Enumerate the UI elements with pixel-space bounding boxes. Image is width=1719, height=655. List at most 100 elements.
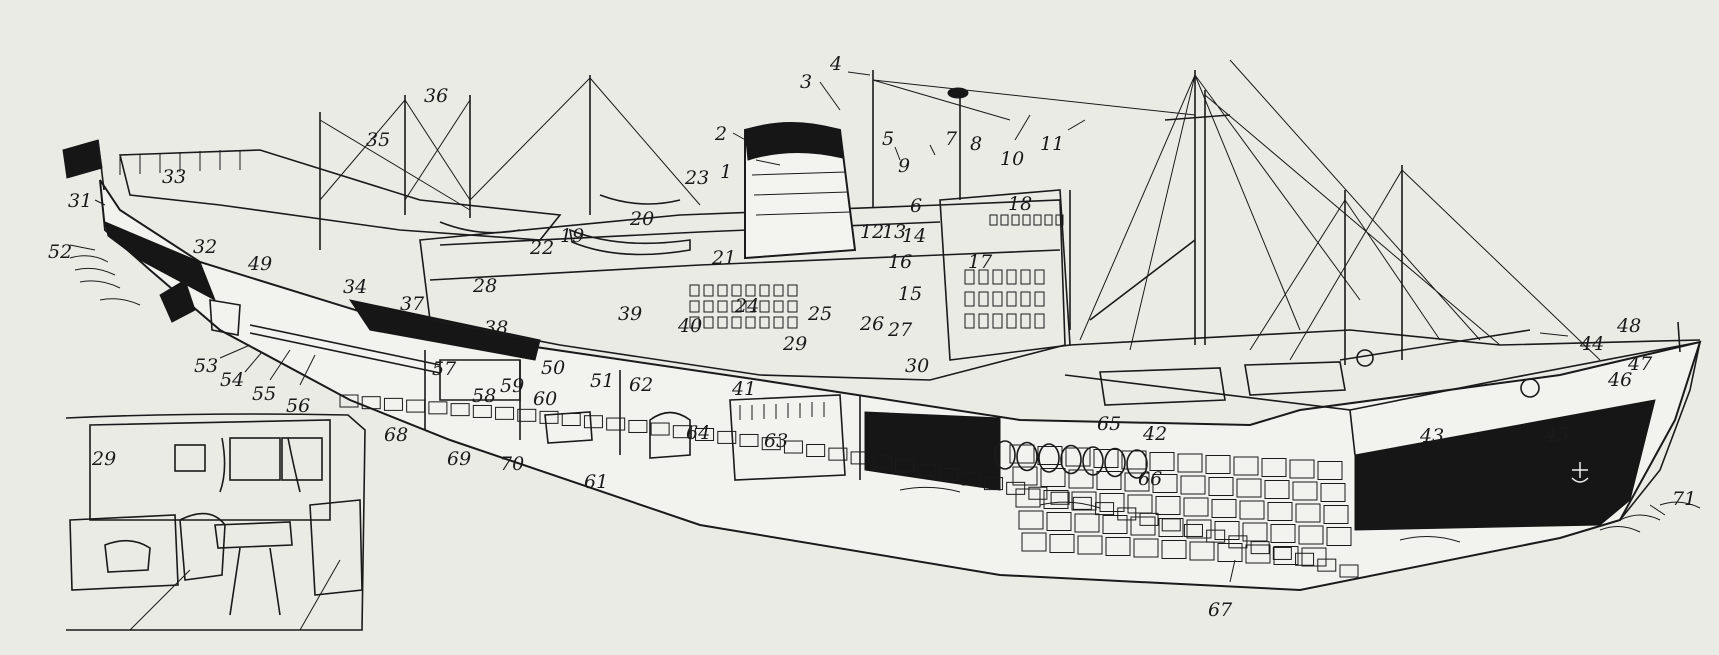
window: [1044, 214, 1053, 226]
cargo-crate: [1021, 532, 1047, 552]
hull-cell: [1050, 491, 1070, 505]
cargo-crate: [1018, 510, 1044, 530]
rudder: [209, 299, 241, 336]
callout-label: 58: [472, 385, 496, 407]
stern-wake: [69, 255, 141, 306]
cargo-crate: [1127, 494, 1153, 514]
callout-label: 38: [484, 317, 508, 339]
cargo-crate: [1239, 500, 1265, 520]
window: [717, 300, 728, 313]
steering-gear: [439, 359, 521, 401]
window: [773, 300, 784, 313]
cargo-crate: [1236, 478, 1262, 498]
jackstaff: [1677, 321, 1681, 353]
callout-label: 25: [807, 303, 832, 325]
window: [1034, 313, 1045, 329]
hull-cell: [517, 408, 537, 422]
hull-cell: [1295, 552, 1315, 566]
cargo-crate: [1205, 455, 1231, 474]
window: [745, 284, 756, 297]
window: [759, 300, 770, 313]
callout-label: 43: [1419, 425, 1444, 447]
callout-label: 29: [91, 448, 116, 470]
window: [989, 214, 998, 226]
callout-label: 18: [1008, 193, 1032, 215]
cargo-crate: [1124, 472, 1150, 492]
cargo-crate: [1074, 513, 1100, 533]
hull-cell: [1028, 486, 1048, 500]
window: [689, 316, 700, 329]
window: [1022, 214, 1031, 226]
cargo-crate: [1040, 468, 1066, 487]
cargo-crate: [1102, 515, 1128, 534]
window: [787, 316, 798, 329]
window: [964, 269, 975, 285]
callout-label: 48: [1616, 315, 1641, 337]
window: [717, 284, 728, 297]
cargo-crate: [1186, 519, 1212, 539]
window: [978, 269, 989, 285]
window: [1033, 214, 1042, 226]
propeller: [159, 279, 196, 323]
vehicle-in-hold: [1104, 447, 1126, 478]
cargo-crate: [1298, 525, 1324, 545]
cargo-crate: [1068, 469, 1094, 489]
hull-cell: [761, 437, 781, 451]
window: [773, 316, 784, 329]
cargo-crate: [1049, 534, 1075, 553]
window: [1006, 269, 1017, 285]
window: [717, 316, 728, 329]
hull-cell: [1183, 523, 1203, 537]
boat-deck: [439, 221, 941, 246]
hull-cell: [539, 410, 559, 424]
window: [992, 269, 1003, 285]
callout-label: 60: [533, 388, 557, 410]
cabin-floor: [129, 559, 341, 631]
cargo-crate: [1242, 522, 1268, 542]
window: [1000, 214, 1009, 226]
callout-label: 64: [686, 422, 710, 444]
callout-label: 4: [829, 53, 842, 75]
shaft-tunnel: [249, 324, 441, 374]
inset-frame: [65, 413, 366, 631]
window: [1020, 291, 1031, 307]
callout-label: 71: [1672, 488, 1696, 510]
window: [703, 300, 714, 313]
callout-label: 23: [684, 167, 709, 189]
hull-cell: [717, 430, 737, 444]
generator: [544, 411, 593, 444]
callout-label: 30: [905, 355, 929, 377]
hull-cell: [1228, 535, 1248, 549]
ensign-flag: [62, 139, 103, 179]
cabin-armchair: [179, 512, 226, 581]
window: [964, 313, 975, 329]
cargo-crate: [1264, 480, 1290, 499]
callout-label: 35: [366, 129, 390, 151]
waterline-ripples: [899, 486, 1461, 543]
main-engine: [729, 394, 846, 481]
callout-label: 19: [560, 225, 584, 247]
hull-cell: [450, 403, 470, 417]
callout-label: 39: [618, 303, 642, 325]
callout-leaders: [69, 71, 1666, 583]
window: [978, 313, 989, 329]
callout-label: 45: [1544, 424, 1569, 446]
cabin-sofa: [309, 499, 363, 596]
callout-label: 26: [859, 313, 884, 335]
callout-label: 51: [590, 370, 614, 392]
callout-label: 41: [731, 378, 756, 400]
hull-cell: [695, 427, 715, 441]
hull-cell: [383, 397, 403, 411]
aft-railing: [119, 150, 241, 175]
cargo-crate: [1273, 546, 1299, 565]
hull-cell: [783, 440, 803, 454]
hull-cell: [806, 443, 826, 457]
callout-label: 65: [1097, 413, 1121, 435]
hull-cell: [939, 467, 959, 481]
hull-cell: [1339, 564, 1359, 578]
boiler: [649, 411, 691, 459]
hull-cell: [428, 401, 448, 415]
window: [689, 284, 700, 297]
